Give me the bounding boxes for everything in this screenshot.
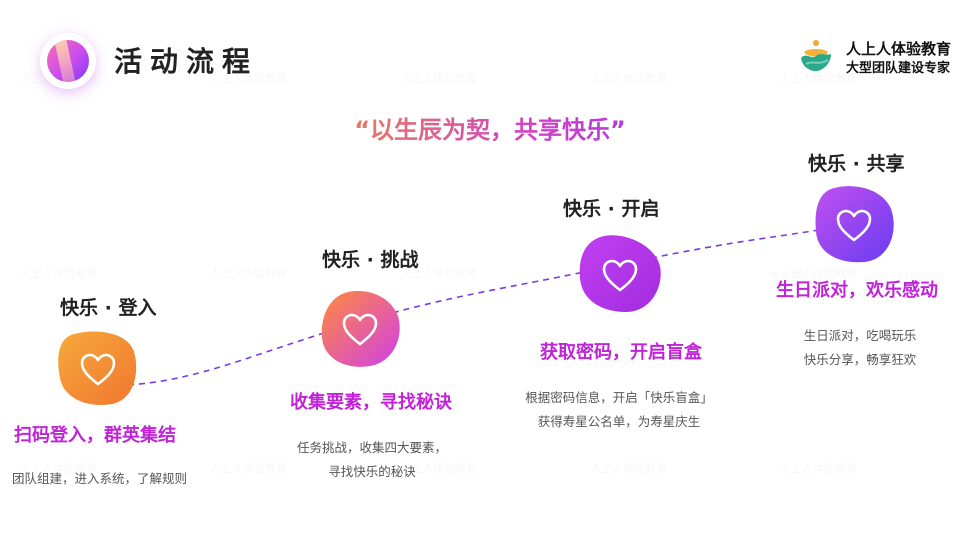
stage-4-title: 快乐 · 共享 (808, 153, 905, 175)
stage-4-desc-line-2: 快乐分享，畅享狂欢 (803, 352, 917, 367)
brand-tagline: 大型团队建设专家 (846, 61, 951, 76)
watermark-text: 人上人体验教育 (210, 265, 287, 281)
watermark-text: 人上人体验教育 (20, 265, 97, 281)
stage-2-subtitle: 收集要素，寻找秘诀 (290, 392, 452, 413)
stage-3-desc-line-2: 获得寿星公名单，为寿星庆生 (537, 414, 701, 429)
stage-4-heart-icon (815, 186, 894, 263)
stage-4-desc: 生日派对，吃喝玩乐 快乐分享，畅享狂欢 (780, 324, 940, 372)
brand-logo-icon (801, 40, 831, 72)
stage-4-desc-line-1: 生日派对，吃喝玩乐 (803, 328, 917, 343)
stage-2-heart-icon (321, 291, 400, 367)
stage-2-desc-line-1: 任务挑战，收集四大要素， (296, 440, 447, 455)
brand-name: 人上人体验教育 (846, 40, 952, 58)
stage-3-desc-line-1: 根据密码信息，开启「快乐盲盒」 (525, 390, 713, 405)
connector-path (127, 224, 851, 386)
watermark-text: 人上人体验教育 (780, 460, 857, 476)
stage-4-subtitle: 生日派对，欢乐感动 (776, 280, 938, 301)
stage-3-heart-icon (579, 235, 661, 312)
title-badge-graphic (47, 40, 89, 82)
title-badge-icon (40, 33, 96, 89)
watermark-text: 人上人体验教育 (590, 460, 667, 476)
watermark-text: 人上人体验教育 (400, 70, 477, 86)
stage-2-desc-line-2: 寻找快乐的秘诀 (328, 464, 416, 479)
stage-1-desc-line-1: 团队组建，进入系统，了解规则 (12, 471, 188, 486)
stage-3-desc: 根据密码信息，开启「快乐盲盒」 获得寿星公名单，为寿星庆生 (524, 386, 714, 434)
stage-1-subtitle: 扫码登入，群英集结 (14, 425, 176, 446)
stage-3-title: 快乐 · 开启 (563, 198, 660, 220)
slogan: “以生辰为契，共享快乐” (0, 110, 980, 145)
stage-2-title: 快乐 · 挑战 (322, 249, 419, 271)
stage-1-heart-icon (58, 331, 137, 405)
stage-3-subtitle: 获取密码，开启盲盒 (540, 342, 702, 363)
watermark-text: 人上人体验教育 (210, 460, 287, 476)
page-title: 活动流程 (114, 45, 259, 78)
stage-1-desc: 团队组建，进入系统，了解规则 (12, 467, 187, 491)
stage-1-title: 快乐 · 登入 (60, 297, 157, 319)
watermark-text: 人上人体验教育 (590, 70, 667, 86)
stage-2-desc: 任务挑战，收集四大要素， 寻找快乐的秘诀 (292, 436, 452, 484)
